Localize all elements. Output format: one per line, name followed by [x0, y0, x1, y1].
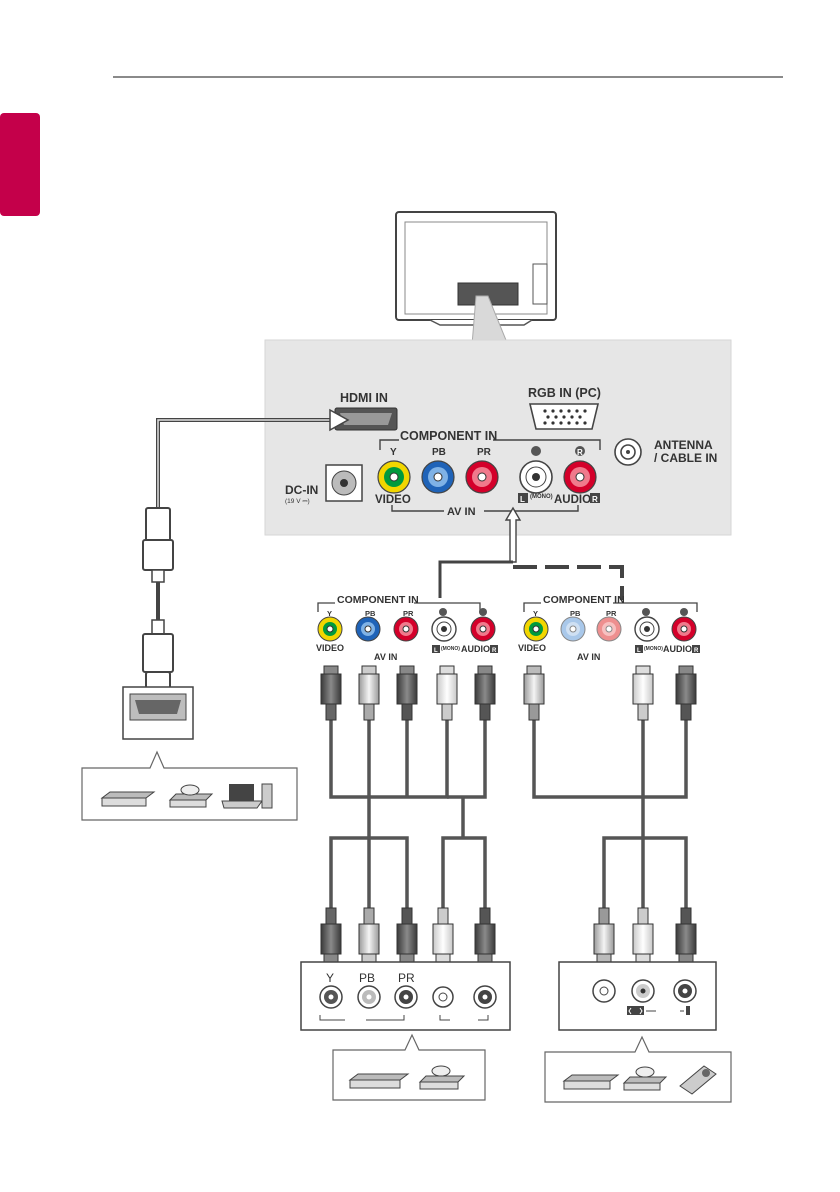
- r-badge-text: R: [577, 448, 583, 457]
- source-jack-y[interactable]: [320, 986, 342, 1008]
- svg-text:AV IN: AV IN: [374, 652, 397, 662]
- hdmi-sources-box: [82, 752, 297, 820]
- left-mini-panel: COMPONENT IN Y PB PR VIDEO AV IN L (MONO…: [316, 594, 498, 662]
- antenna-label-2: / CABLE IN: [654, 451, 717, 465]
- rgb-in-port[interactable]: [530, 404, 598, 429]
- dvd-player-icon: [350, 1074, 408, 1088]
- svg-text:AV IN: AV IN: [577, 652, 600, 662]
- left-jack-pr[interactable]: [394, 617, 418, 641]
- dvd-player-icon: [102, 792, 154, 806]
- main-jack-audio-r[interactable]: [564, 461, 596, 493]
- right-jack-pb[interactable]: [561, 617, 585, 641]
- vcr-icon: [564, 1075, 618, 1089]
- y-label: Y: [390, 447, 397, 458]
- left-bottom-plugs[interactable]: [321, 908, 495, 962]
- component-sources-box: [333, 1035, 485, 1100]
- source-jack-pr[interactable]: [395, 986, 417, 1008]
- rgb-in-label: RGB IN (PC): [528, 386, 601, 400]
- source-jack-pb[interactable]: [358, 986, 380, 1008]
- component-in-label: COMPONENT IN: [400, 429, 497, 443]
- av-in-label: AV IN: [447, 506, 476, 518]
- svg-text:PB: PB: [359, 971, 375, 985]
- pb-label: PB: [432, 447, 446, 458]
- language-tab: [0, 113, 40, 216]
- antenna-port[interactable]: [615, 439, 641, 465]
- left-jack-y[interactable]: [318, 617, 342, 641]
- main-jack-audio-l[interactable]: [520, 461, 552, 493]
- left-jack-pb[interactable]: [356, 617, 380, 641]
- av-source-jack-l[interactable]: [632, 980, 654, 1002]
- pr-label: PR: [477, 447, 492, 458]
- dc-in-label: DC-IN: [285, 483, 318, 497]
- pc-tower-icon: [262, 784, 272, 808]
- right-mini-panel: COMPONENT IN Y PB PR VIDEO AV IN L (MONO…: [518, 594, 700, 662]
- component-source-panel: Y PB PR: [301, 962, 510, 1030]
- main-jack-pr[interactable]: [466, 461, 498, 493]
- connector-line: [440, 562, 513, 598]
- svg-text:COMPONENT IN: COMPONENT IN: [543, 594, 625, 606]
- right-jack-l[interactable]: [635, 617, 659, 641]
- av-source-panel: [559, 962, 716, 1030]
- right-jack-r[interactable]: [672, 617, 696, 641]
- l-dot-icon: [531, 446, 541, 456]
- main-jack-video-y[interactable]: [378, 461, 410, 493]
- source-jack-audio-l[interactable]: [433, 987, 453, 1007]
- svg-text:AUDIO: AUDIO: [461, 644, 490, 654]
- antenna-label-1: ANTENNA: [654, 438, 713, 452]
- right-jack-pr[interactable]: [597, 617, 621, 641]
- svg-text:PR: PR: [398, 971, 415, 985]
- svg-text:COMPONENT IN: COMPONENT IN: [337, 594, 419, 606]
- av-source-jack-r[interactable]: [674, 980, 696, 1002]
- hdmi-plug-top[interactable]: [143, 508, 173, 582]
- av-sources-box: [545, 1037, 731, 1102]
- svg-text:VIDEO: VIDEO: [518, 643, 546, 653]
- svg-text:L: L: [434, 648, 438, 654]
- svg-text:L: L: [637, 648, 641, 654]
- mono-label: (MONO): [530, 494, 553, 500]
- main-jack-pb[interactable]: [422, 461, 454, 493]
- audio-label: AUDIO: [554, 494, 591, 506]
- right-jack-y[interactable]: [524, 617, 548, 641]
- svg-text:(MONO): (MONO): [441, 646, 460, 652]
- right-cable-bundle: [534, 720, 686, 910]
- r-badge-box-text: R: [592, 495, 598, 504]
- left-top-plugs[interactable]: [321, 666, 495, 720]
- svg-text:R: R: [492, 648, 497, 654]
- svg-text:VIDEO: VIDEO: [316, 643, 344, 653]
- hdmi-source-port[interactable]: [123, 687, 193, 739]
- svg-text:Y: Y: [326, 971, 334, 985]
- av-source-jack-video[interactable]: [593, 980, 615, 1002]
- svg-text:AUDIO: AUDIO: [663, 644, 692, 654]
- left-cable-bundle: [331, 720, 485, 910]
- l-badge-text: L: [520, 495, 525, 504]
- dc-in-port[interactable]: [326, 465, 362, 501]
- left-jack-l[interactable]: [432, 617, 456, 641]
- video-label: VIDEO: [375, 494, 411, 506]
- dc-voltage-label: (19 V ⎓): [285, 498, 310, 505]
- right-bottom-plugs[interactable]: [594, 908, 696, 962]
- left-jack-r[interactable]: [471, 617, 495, 641]
- svg-text:R: R: [694, 648, 699, 654]
- source-jack-audio-r[interactable]: [474, 986, 496, 1008]
- svg-text:(MONO): (MONO): [644, 646, 663, 652]
- right-top-plugs[interactable]: [524, 666, 696, 720]
- hdmi-in-label: HDMI IN: [340, 391, 388, 405]
- tv-back-illustration: [396, 212, 556, 345]
